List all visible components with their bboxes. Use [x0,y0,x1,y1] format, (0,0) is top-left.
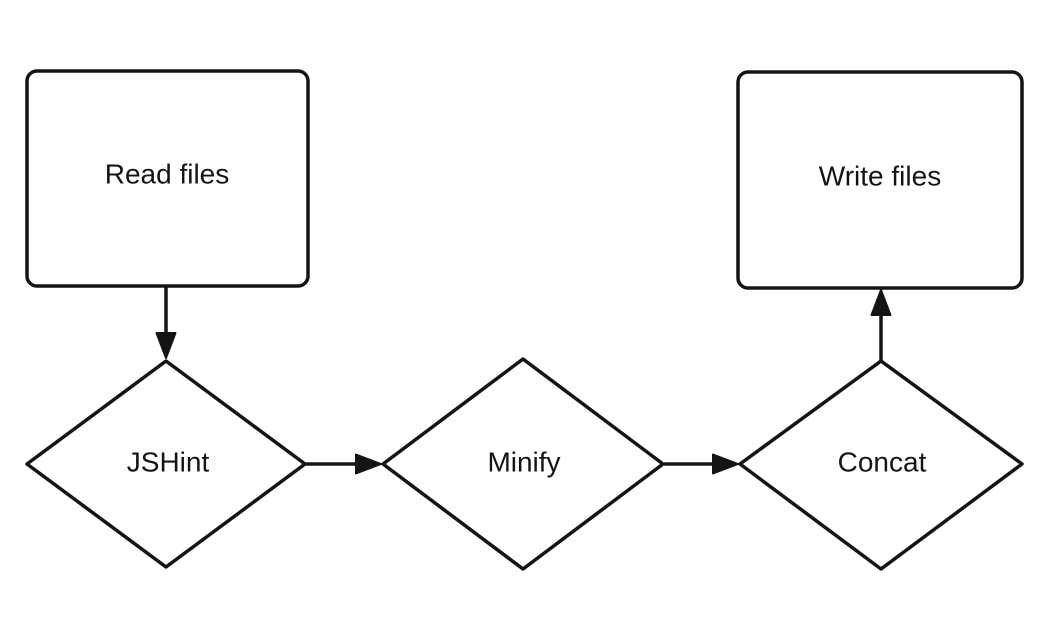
jshint-label: JSHint [127,447,210,478]
arrowhead-down-icon [155,332,177,359]
arrowhead-right-icon [712,453,739,475]
minify-label: Minify [487,447,560,478]
read-files-label: Read files [105,159,230,190]
edge-concat-to-write-files [870,289,892,361]
arrowhead-right-icon [355,453,382,475]
node-jshint: JSHint [25,359,307,569]
edge-read-files-to-jshint [155,287,177,359]
node-read-files: Read files [25,69,310,288]
arrowhead-up-icon [870,289,892,316]
node-minify: Minify [381,357,665,571]
read-files-shape [25,69,310,288]
node-concat: Concat [738,359,1024,571]
write-files-shape [736,70,1024,290]
write-files-label: Write files [819,161,941,192]
minify-shape [381,357,665,571]
node-write-files: Write files [736,70,1024,290]
edge-minify-to-concat [664,453,739,475]
edge-jshint-to-minify [306,453,382,475]
jshint-shape [25,359,307,569]
concat-label: Concat [838,447,927,478]
concat-shape [738,359,1024,571]
